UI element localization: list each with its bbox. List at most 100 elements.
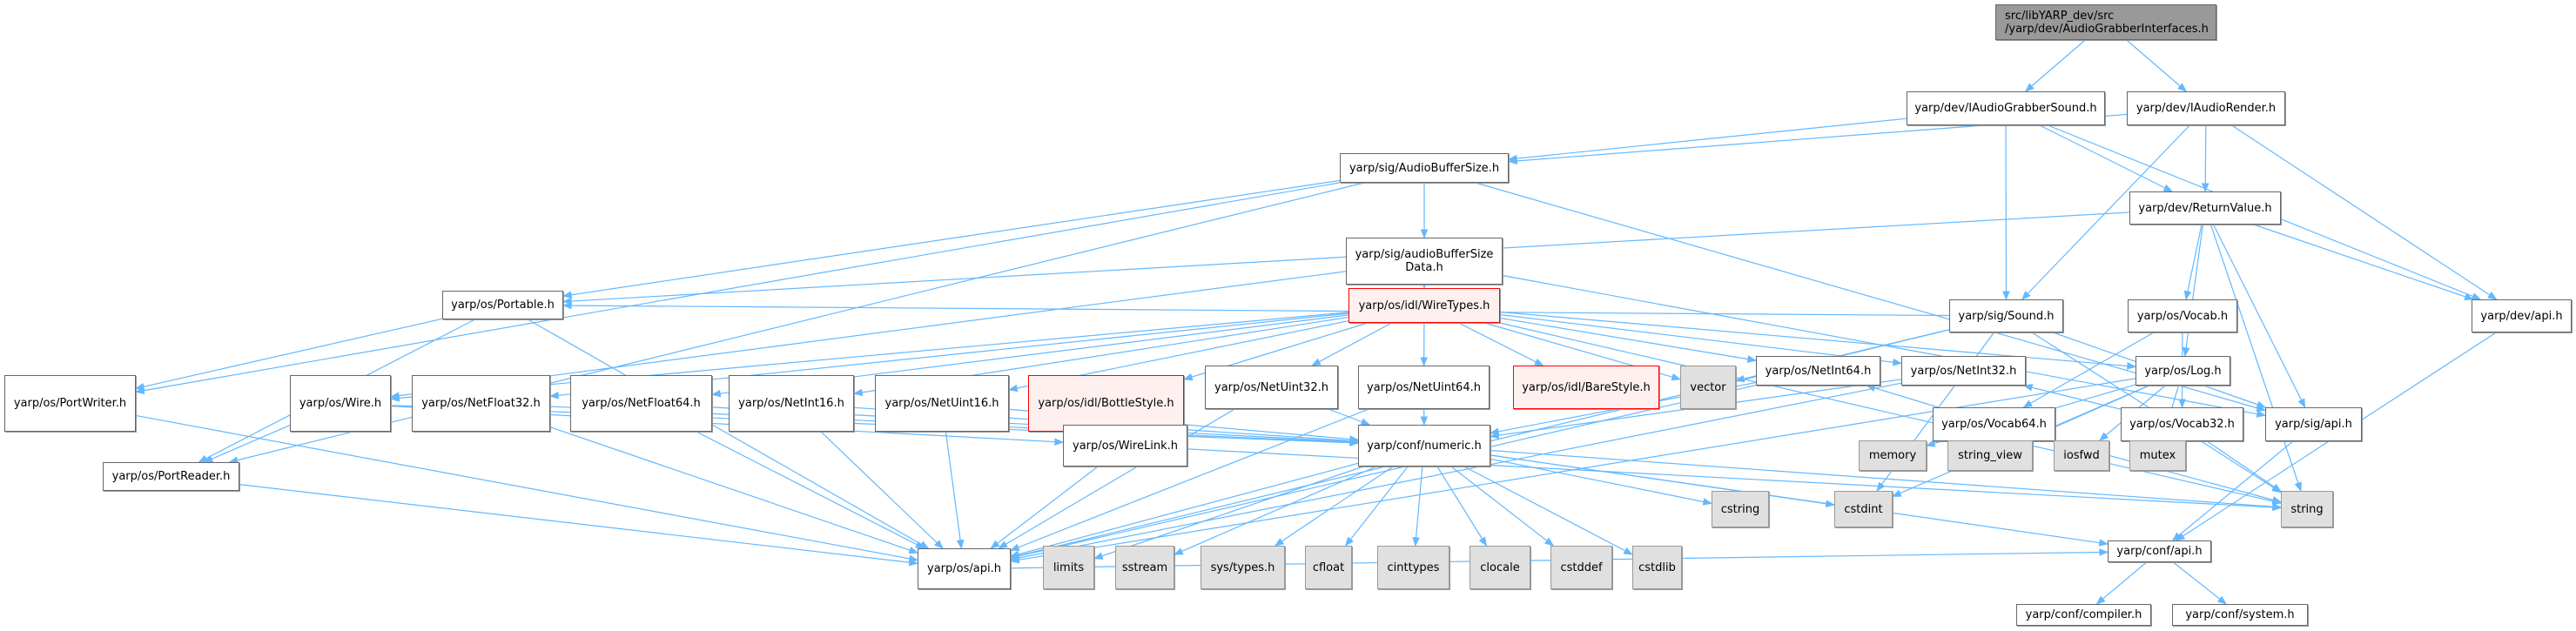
- edge-numeric-to-confapi: [1490, 454, 2109, 547]
- node-label: cstddef: [1560, 561, 1603, 574]
- node-sigapi[interactable]: yarp/sig/api.h: [2265, 407, 2362, 441]
- node-label: yarp/sig/audioBufferSize Data.h: [1355, 248, 1494, 274]
- node-vocab64[interactable]: yarp/os/Vocab64.h: [1933, 407, 2055, 441]
- edge-NetUint64-to-osapi: [1009, 408, 1369, 551]
- node-confapi[interactable]: yarp/conf/api.h: [2108, 540, 2211, 562]
- edge-ReturnValue-to-Vocab: [2183, 224, 2203, 301]
- edge-root-to-IAudioRender: [2126, 39, 2188, 92]
- node-netuint16[interactable]: yarp/os/NetUint16.h: [875, 375, 1009, 432]
- edge-AudioBufferSize-to-Portable: [562, 179, 1341, 299]
- node-cstdlib: cstdlib: [1632, 546, 1682, 589]
- node-limits: limits: [1043, 546, 1094, 589]
- node-barestyle[interactable]: yarp/os/idl/BareStyle.h: [1513, 366, 1659, 409]
- edge-WireLink-to-osapi: [990, 466, 1099, 549]
- edge-IAudioRender-to-ReturnValue: [2201, 124, 2209, 193]
- node-label: yarp/os/Log.h: [2144, 364, 2222, 378]
- node-wiretypes[interactable]: yarp/os/idl/WireTypes.h: [1349, 288, 1500, 323]
- node-log[interactable]: yarp/os/Log.h: [2135, 356, 2230, 386]
- node-clocale: clocale: [1470, 546, 1530, 589]
- node-iaudiograbbersound[interactable]: yarp/dev/IAudioGrabberSound.h: [1907, 91, 2105, 125]
- node-label: cstring: [1720, 502, 1760, 516]
- node-iaudiorender[interactable]: yarp/dev/IAudioRender.h: [2127, 91, 2285, 125]
- node-portable[interactable]: yarp/os/Portable.h: [442, 291, 563, 319]
- node-vocab[interactable]: yarp/os/Vocab.h: [2128, 299, 2237, 332]
- node-label: yarp/os/NetUint16.h: [884, 397, 999, 410]
- node-label: yarp/conf/api.h: [2116, 545, 2203, 558]
- node-label: memory: [1868, 449, 1917, 462]
- node-sstream: sstream: [1115, 546, 1174, 589]
- edge-ReturnValue-to-devapi: [2253, 224, 2474, 300]
- node-label: yarp/os/Vocab64.h: [1941, 418, 2047, 431]
- node-label: yarp/sig/Sound.h: [1958, 309, 2055, 323]
- edge-NetFloat32-to-osapi: [549, 426, 919, 554]
- node-wirelink[interactable]: yarp/os/WireLink.h: [1063, 425, 1187, 467]
- edge-WireTypes-to-Log: [1499, 311, 2137, 370]
- edge-NetInt32-to-osapi: [1009, 382, 1902, 562]
- node-compiler[interactable]: yarp/conf/compiler.h: [2016, 604, 2151, 626]
- edge-confapi-to-system: [2172, 561, 2228, 605]
- node-label: cstdlib: [1638, 561, 1676, 574]
- node-bottlestyle[interactable]: yarp/os/idl/BottleStyle.h: [1028, 375, 1184, 432]
- node-cinttypes: cinttypes: [1377, 546, 1449, 589]
- node-netint16[interactable]: yarp/os/NetInt16.h: [729, 375, 854, 432]
- edge-NetInt64-to-osapi: [1009, 384, 1757, 561]
- edge-WireTypes-to-NetUint32: [1311, 322, 1392, 366]
- node-label: yarp/os/NetUint64.h: [1367, 380, 1481, 394]
- node-netint32[interactable]: yarp/os/NetInt32.h: [1901, 356, 2026, 386]
- node-vocab32[interactable]: yarp/os/Vocab32.h: [2121, 407, 2243, 441]
- node-netfloat64[interactable]: yarp/os/NetFloat64.h: [570, 375, 712, 432]
- node-portwriter[interactable]: yarp/os/PortWriter.h: [4, 375, 136, 432]
- node-label: yarp/dev/ReturnValue.h: [2138, 201, 2272, 215]
- node-osapi[interactable]: yarp/os/api.h: [918, 548, 1011, 589]
- node-label: yarp/os/idl/WireTypes.h: [1358, 299, 1490, 312]
- node-returnvalue[interactable]: yarp/dev/ReturnValue.h: [2129, 191, 2281, 225]
- node-netuint32[interactable]: yarp/os/NetUint32.h: [1205, 366, 1338, 409]
- edge-Portable-to-osapi: [528, 319, 930, 549]
- node-label: yarp/dev/IAudioRender.h: [2135, 102, 2277, 115]
- node-label: string: [2290, 502, 2324, 516]
- edge-NetInt16-to-osapi: [820, 431, 944, 549]
- edge-IAudioRender-to-Sound: [2021, 124, 2190, 300]
- edge-Sound-to-Portable: [562, 301, 1950, 317]
- node-netint64[interactable]: yarp/os/NetInt64.h: [1756, 356, 1880, 386]
- node-label: yarp/os/PortWriter.h: [13, 397, 127, 410]
- node-label: cinttypes: [1387, 561, 1440, 574]
- node-cstring: cstring: [1712, 491, 1769, 527]
- node-label: cstdint: [1844, 502, 1883, 516]
- node-label: yarp/os/api.h: [927, 562, 1001, 575]
- node-netfloat32[interactable]: yarp/os/NetFloat32.h: [412, 375, 550, 432]
- node-label: src/libYARP_dev/src /yarp/dev/AudioGrabb…: [2005, 9, 2209, 36]
- edge-numeric-to-systypes: [1274, 466, 1394, 547]
- node-label: yarp/os/NetUint32.h: [1214, 380, 1328, 394]
- edge-WireTypes-to-BareStyle: [1458, 322, 1544, 366]
- node-cstddef: cstddef: [1550, 546, 1612, 589]
- node-label: yarp/os/NetInt32.h: [1910, 364, 2017, 378]
- edge-IAudioGrabberSound-to-ReturnValue: [2039, 124, 2173, 192]
- edge-numeric-to-clocale: [1436, 466, 1488, 547]
- edge-WireTypes-to-NetInt64: [1499, 317, 1758, 363]
- edge-numeric-to-osapi: [1009, 462, 1359, 558]
- node-label: clocale: [1480, 561, 1520, 574]
- node-netuint64[interactable]: yarp/os/NetUint64.h: [1358, 366, 1490, 409]
- edge-AudioBufferSize-to-PortReader: [228, 182, 1365, 464]
- node-label: yarp/dev/api.h: [2480, 309, 2563, 323]
- node-label: yarp/conf/system.h: [2185, 608, 2295, 621]
- node-system[interactable]: yarp/conf/system.h: [2172, 604, 2308, 626]
- node-numeric[interactable]: yarp/conf/numeric.h: [1358, 425, 1490, 467]
- node-label: yarp/os/NetFloat64.h: [582, 397, 701, 410]
- node-audiobuffersize[interactable]: yarp/sig/AudioBufferSize.h: [1340, 153, 1509, 183]
- edge-PortReader-to-osapi: [239, 484, 919, 567]
- node-label: yarp/os/NetFloat32.h: [421, 397, 541, 410]
- node-portreader[interactable]: yarp/os/PortReader.h: [103, 462, 239, 491]
- node-sound[interactable]: yarp/sig/Sound.h: [1949, 299, 2063, 332]
- node-devapi[interactable]: yarp/dev/api.h: [2472, 299, 2572, 332]
- node-audiobuffersizedata[interactable]: yarp/sig/audioBufferSize Data.h: [1346, 238, 1503, 285]
- node-string-view: string_view: [1947, 440, 2033, 471]
- node-wire[interactable]: yarp/os/Wire.h: [290, 375, 391, 432]
- edge-numeric-to-cinttypes: [1412, 466, 1423, 547]
- edge-numeric-to-sstream: [1174, 466, 1377, 555]
- edge-numeric-to-cstddef: [1450, 466, 1555, 547]
- node-label: string_view: [1958, 449, 2022, 462]
- node-label: yarp/conf/compiler.h: [2025, 608, 2142, 621]
- node-memory: memory: [1859, 440, 1927, 471]
